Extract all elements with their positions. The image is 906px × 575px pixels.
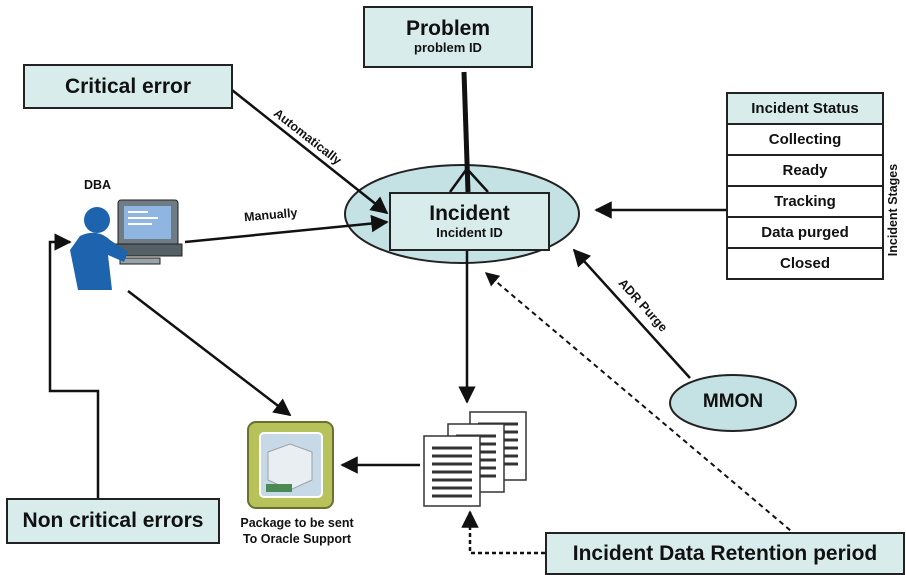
mmon-label: MMON (702, 391, 764, 412)
non-critical-arrow (48, 233, 100, 498)
package-caption: Package to be sent To Oracle Support (232, 515, 362, 547)
critical-error-label: Critical error (64, 74, 192, 98)
problem-box: Problem problem ID (363, 6, 533, 68)
problem-id-label: problem ID (414, 40, 482, 55)
retention-label: Incident Data Retention period (572, 541, 878, 565)
retention-incident-arrow (484, 272, 798, 537)
non-critical-errors-label: Non critical errors (22, 509, 204, 532)
incident-title: Incident (429, 201, 510, 225)
problem-link-fork-left (448, 169, 468, 193)
automatically-arrow (231, 89, 389, 215)
status-row-ready: Ready (726, 154, 884, 187)
problem-link-fork-right (467, 169, 489, 193)
status-row-tracking: Tracking (726, 185, 884, 218)
critical-error-box: Critical error (23, 64, 233, 109)
dba-icon (70, 199, 183, 290)
retention-box: Incident Data Retention period (545, 532, 905, 575)
incident-id-label: Incident ID (436, 224, 503, 240)
status-row-data-purged: Data purged (726, 216, 884, 249)
status-table-header: Incident Status (726, 92, 884, 125)
problem-title: Problem (405, 17, 491, 40)
package-caption-line2: To Oracle Support (242, 532, 352, 546)
incident-box: Incident Incident ID (389, 192, 550, 251)
adr-purge-arrow (572, 248, 691, 379)
package-caption-line1: Package to be sent (240, 516, 354, 530)
dba-package-arrow (127, 290, 292, 417)
status-row-collecting: Collecting (726, 123, 884, 156)
mmon-ellipse (669, 374, 797, 432)
package-icon (247, 421, 334, 509)
non-critical-errors-box: Non critical errors (6, 498, 220, 544)
manually-arrow (184, 214, 389, 244)
retention-docs-arrow (461, 510, 545, 555)
incident-stages-label: Incident Stages (886, 164, 900, 256)
incident-status-table: Incident Status Collecting Ready Trackin… (726, 92, 884, 280)
status-row-closed: Closed (726, 247, 884, 280)
automatically-label: Automatically (271, 106, 344, 168)
problem-incident-link (461, 71, 471, 193)
documents-icon (423, 411, 527, 507)
dba-label: DBA (84, 178, 112, 192)
